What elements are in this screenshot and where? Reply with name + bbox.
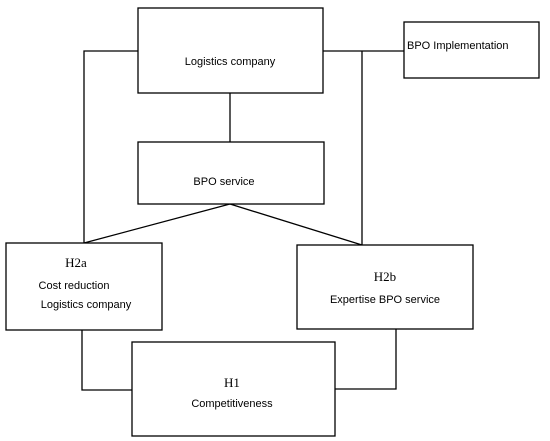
node-h2a-code: H2a — [65, 255, 87, 270]
node-h1-code: H1 — [224, 375, 240, 390]
connectors — [81, 50, 404, 391]
node-h2a-line1: Cost reduction — [39, 280, 110, 292]
edge-h2a-to-h1 — [81, 330, 132, 391]
node-h2a: H2a Cost reduction Logistics company — [5, 242, 163, 331]
edge-logistics-left-to-h2a — [83, 50, 138, 243]
node-bpo-implementation-label: BPO Implementation — [407, 40, 509, 52]
node-logistics-company-label: Logistics company — [185, 56, 276, 68]
edge-bpo-service-to-h2b — [229, 203, 363, 246]
node-h2a-line2: Logistics company — [41, 299, 132, 311]
node-h1: H1 Competitiveness — [131, 341, 336, 437]
edge-h2b-to-h1 — [335, 329, 397, 390]
node-logistics-company: Logistics company — [137, 7, 324, 94]
edge-bpo-service-to-h2a — [83, 203, 231, 244]
node-h2b: H2b Expertise BPO service — [296, 244, 474, 330]
node-h2b-code: H2b — [374, 269, 396, 284]
node-h2b-line1: Expertise BPO service — [330, 294, 440, 306]
node-bpo-implementation: BPO Implementation — [403, 21, 540, 79]
node-bpo-service-label: BPO service — [193, 176, 254, 188]
node-h1-line1: Competitiveness — [191, 398, 273, 410]
node-bpo-service: BPO service — [137, 141, 325, 205]
